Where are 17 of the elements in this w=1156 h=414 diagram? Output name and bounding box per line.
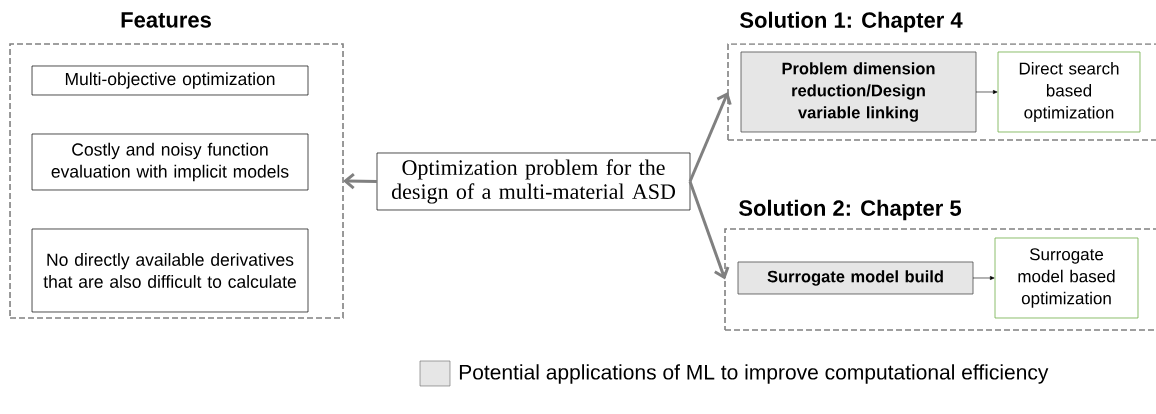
arrow bbox=[688, 92, 732, 183]
arrow bbox=[343, 173, 378, 190]
problem-box: Optimization problem for the design of a multi-material ASD bbox=[376, 152, 691, 211]
feature-box: Costly and noisy function evaluation with implicit models bbox=[31, 133, 309, 191]
arrow bbox=[972, 276, 995, 280]
feature-box: Multi-objective optimization bbox=[31, 65, 309, 96]
feature-box: No directly available derivatives that are also difficult to calculate bbox=[31, 228, 309, 313]
arrow bbox=[975, 90, 998, 94]
legend-text: Potential applications of ML to improve computational efficiency bbox=[459, 364, 1049, 384]
result-box: Direct search based optimization bbox=[997, 51, 1141, 133]
group-heading: Solution 2: Chapter 5 bbox=[739, 199, 962, 221]
group-heading: Features bbox=[121, 12, 211, 28]
process-box: Surrogate model build bbox=[737, 261, 974, 295]
process-box: Problem dimension reduction/Design variable linking bbox=[740, 51, 977, 133]
arrow bbox=[688, 181, 730, 280]
result-box: Surrogate model based optimization bbox=[994, 237, 1139, 319]
group-heading: Solution 1: Chapter 4 bbox=[740, 11, 963, 33]
